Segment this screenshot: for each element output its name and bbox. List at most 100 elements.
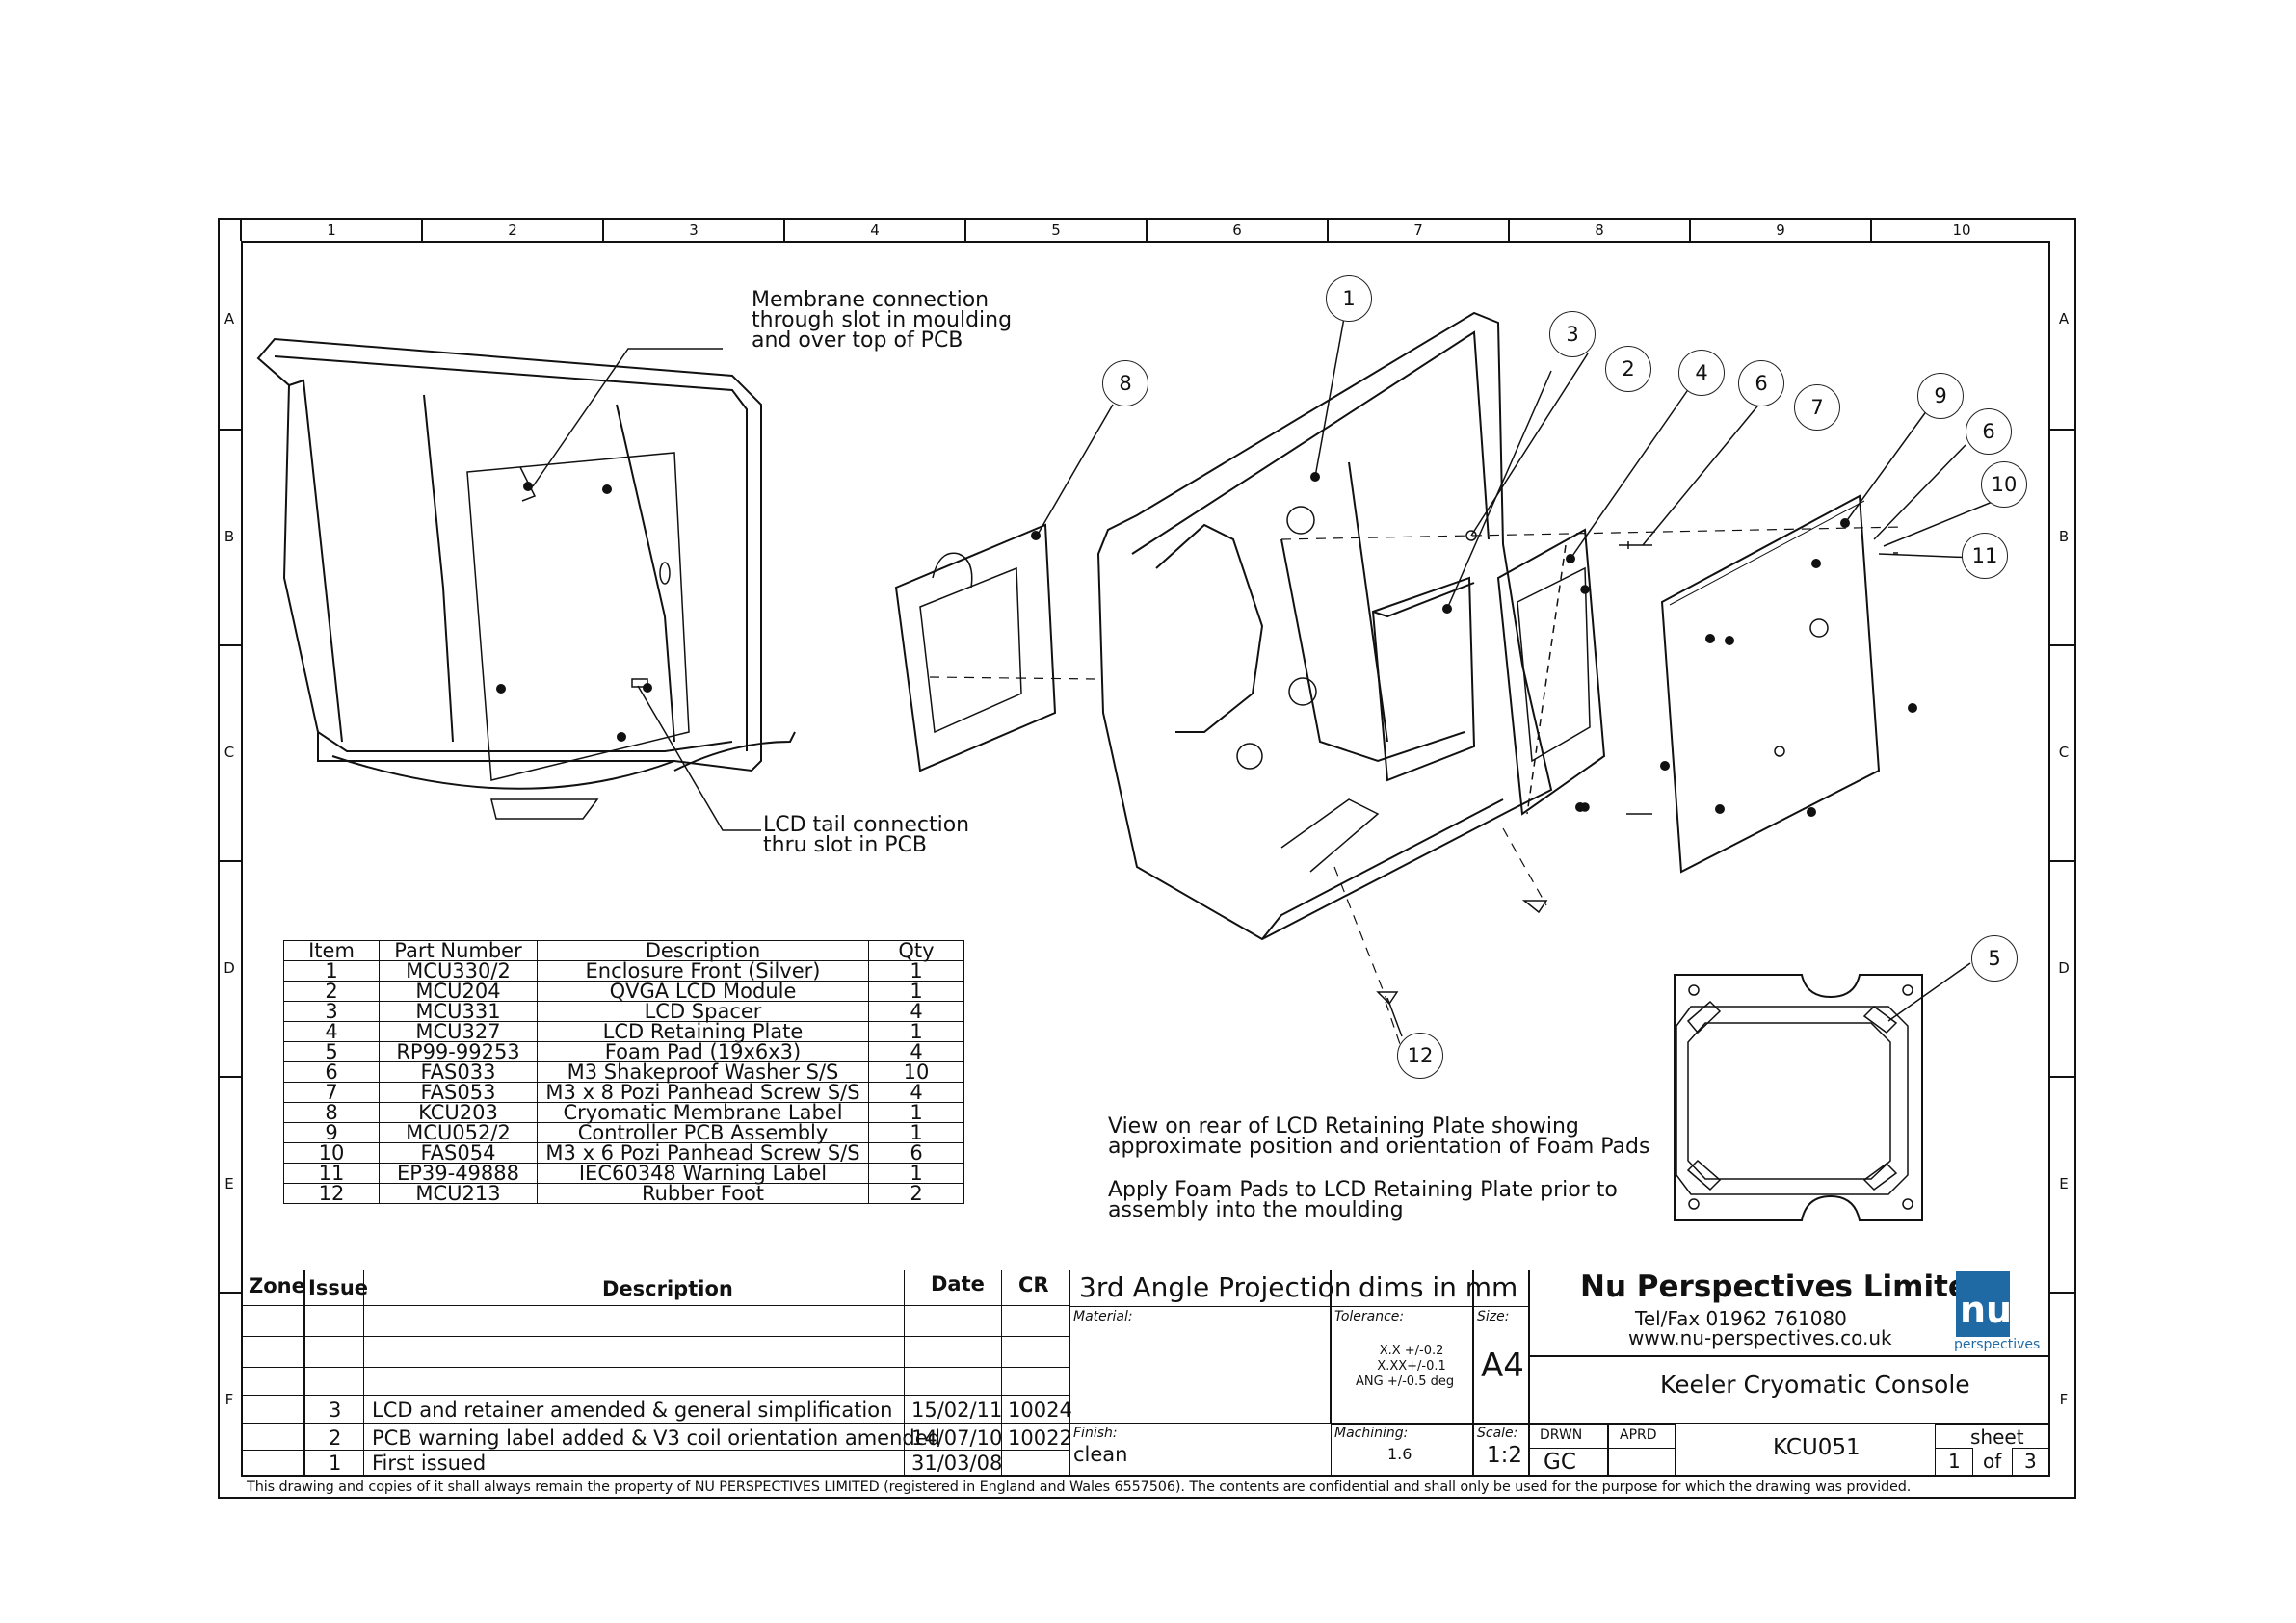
zone-row: D xyxy=(224,959,235,977)
scale-label: Scale: xyxy=(1477,1426,1518,1441)
bom-cell: 1 xyxy=(868,1102,964,1123)
tolerance-value: X.XX+/-0.1 xyxy=(1377,1359,1446,1374)
balloon-item: 11 xyxy=(1962,533,2008,579)
zone-col: 9 xyxy=(1776,222,1785,239)
revision-date: 15/02/11 xyxy=(911,1399,1003,1422)
zone-row: F xyxy=(224,1391,234,1408)
balloon-item: 6 xyxy=(1738,360,1784,406)
zone-row: C xyxy=(224,744,235,761)
revision-issue: 2 xyxy=(329,1427,342,1450)
finish-value: clean xyxy=(1073,1443,1128,1466)
assembly-centerlines xyxy=(929,526,1904,1051)
balloon-item: 9 xyxy=(1917,373,1964,419)
bom-cell: 4 xyxy=(868,1082,964,1103)
bom-cell: M3 x 6 Pozi Panhead Screw S/S xyxy=(537,1142,869,1164)
rubber-foot-part xyxy=(1376,900,1548,1006)
bom-cell: 1 xyxy=(868,1163,964,1184)
bom-cell: 1 xyxy=(868,1122,964,1143)
bom-cell: KCU203 xyxy=(379,1102,538,1123)
bom-cell: MCU052/2 xyxy=(379,1122,538,1143)
bom-cell: 4 xyxy=(868,1041,964,1062)
assembled-enclosure-view xyxy=(256,337,796,831)
bom-cell: 2 xyxy=(283,981,380,1002)
company-web: www.nu-perspectives.co.uk xyxy=(1628,1326,1892,1349)
note-line: through slot in moulding xyxy=(752,308,1013,332)
revision-header-row xyxy=(241,1270,1069,1306)
bom-header: Part Number xyxy=(379,940,538,961)
bom-cell: MCU204 xyxy=(379,981,538,1002)
tolerance-value: X.X +/-0.2 xyxy=(1379,1344,1444,1358)
zone-col: 3 xyxy=(689,222,699,239)
membrane-label-part xyxy=(894,404,1114,772)
bom-header: Qty xyxy=(868,940,964,961)
revision-header-zone: Zone xyxy=(249,1274,305,1297)
revision-header-date: Date xyxy=(931,1272,985,1296)
zone-col: 6 xyxy=(1232,222,1242,239)
note-rear-view: View on rear of LCD Retaining Plate show… xyxy=(1108,1116,1650,1159)
bom-cell: LCD Retaining Plate xyxy=(537,1021,869,1042)
bom-cell: MCU327 xyxy=(379,1021,538,1042)
revision-header-cr: CR xyxy=(1018,1273,1049,1296)
aprd-label: APRD xyxy=(1620,1427,1657,1443)
finish-label: Finish: xyxy=(1073,1426,1118,1441)
balloon-item: 8 xyxy=(1102,360,1148,406)
controller-pcb-part xyxy=(1575,409,2010,874)
note-line: approximate position and orientation of … xyxy=(1108,1135,1650,1159)
bom-cell: M3 Shakeproof Washer S/S xyxy=(537,1061,869,1083)
bom-cell: FAS054 xyxy=(379,1142,538,1164)
revision-header-description: Description xyxy=(602,1277,733,1300)
bom-cell: LCD Spacer xyxy=(537,1001,869,1022)
bom-cell: Controller PCB Assembly xyxy=(537,1122,869,1143)
bom-cell: IEC60348 Warning Label xyxy=(537,1163,869,1184)
balloon-item: 4 xyxy=(1678,350,1725,396)
note-apply-foam-pads: Apply Foam Pads to LCD Retaining Plate p… xyxy=(1108,1180,1618,1222)
enclosure-front-part xyxy=(1096,311,1553,941)
scale-cell xyxy=(1473,1424,1529,1477)
zone-row: C xyxy=(2058,744,2070,761)
bom-header: Item xyxy=(283,940,380,961)
drawing-number: KCU051 xyxy=(1773,1435,1861,1460)
zone-row: B xyxy=(2058,528,2070,545)
projection-row xyxy=(1069,1270,1529,1307)
zone-col: 10 xyxy=(1952,222,1971,239)
drawing-title: Keeler Cryomatic Console xyxy=(1660,1371,1970,1399)
revision-cr: 10022 xyxy=(1008,1427,1072,1450)
bom-header-row: Item Part Number Description Qty xyxy=(283,940,964,961)
bom-cell: 10 xyxy=(283,1142,380,1164)
bom-cell: 4 xyxy=(283,1021,380,1042)
bom-cell: EP39-49888 xyxy=(379,1163,538,1184)
note-line: LCD tail connection xyxy=(763,813,970,837)
zone-row: F xyxy=(2059,1391,2069,1408)
company-cell xyxy=(1529,1270,2050,1356)
revision-description: PCB warning label added & V3 coil orient… xyxy=(372,1427,940,1450)
bom-cell: RP99-99253 xyxy=(379,1041,538,1062)
revision-description: First issued xyxy=(372,1452,487,1475)
balloon-item: 3 xyxy=(1549,311,1596,357)
revision-header-issue: Issue xyxy=(308,1276,369,1299)
bom-cell: 6 xyxy=(283,1061,380,1083)
bom-cell: 3 xyxy=(283,1001,380,1022)
bom-cell: 4 xyxy=(868,1001,964,1022)
note-line: assembly into the moulding xyxy=(1108,1198,1404,1222)
drwn-label: DRWN xyxy=(1540,1427,1583,1443)
revision-date: 31/03/08 xyxy=(911,1452,1003,1475)
balloon-item: 12 xyxy=(1397,1033,1443,1079)
sheet-number: 1 xyxy=(1948,1450,1961,1473)
zone-row: A xyxy=(224,310,235,327)
bom-cell: 1 xyxy=(868,960,964,982)
sheet-of-label: of xyxy=(1983,1450,2002,1473)
sheet-total-cell xyxy=(2012,1448,2050,1477)
bom-cell: Enclosure Front (Silver) xyxy=(537,960,869,982)
bom-cell: 11 xyxy=(283,1163,380,1184)
note-line: Membrane connection xyxy=(752,288,990,312)
bom-cell: 8 xyxy=(283,1102,380,1123)
balloon-item: 10 xyxy=(1981,461,2027,508)
